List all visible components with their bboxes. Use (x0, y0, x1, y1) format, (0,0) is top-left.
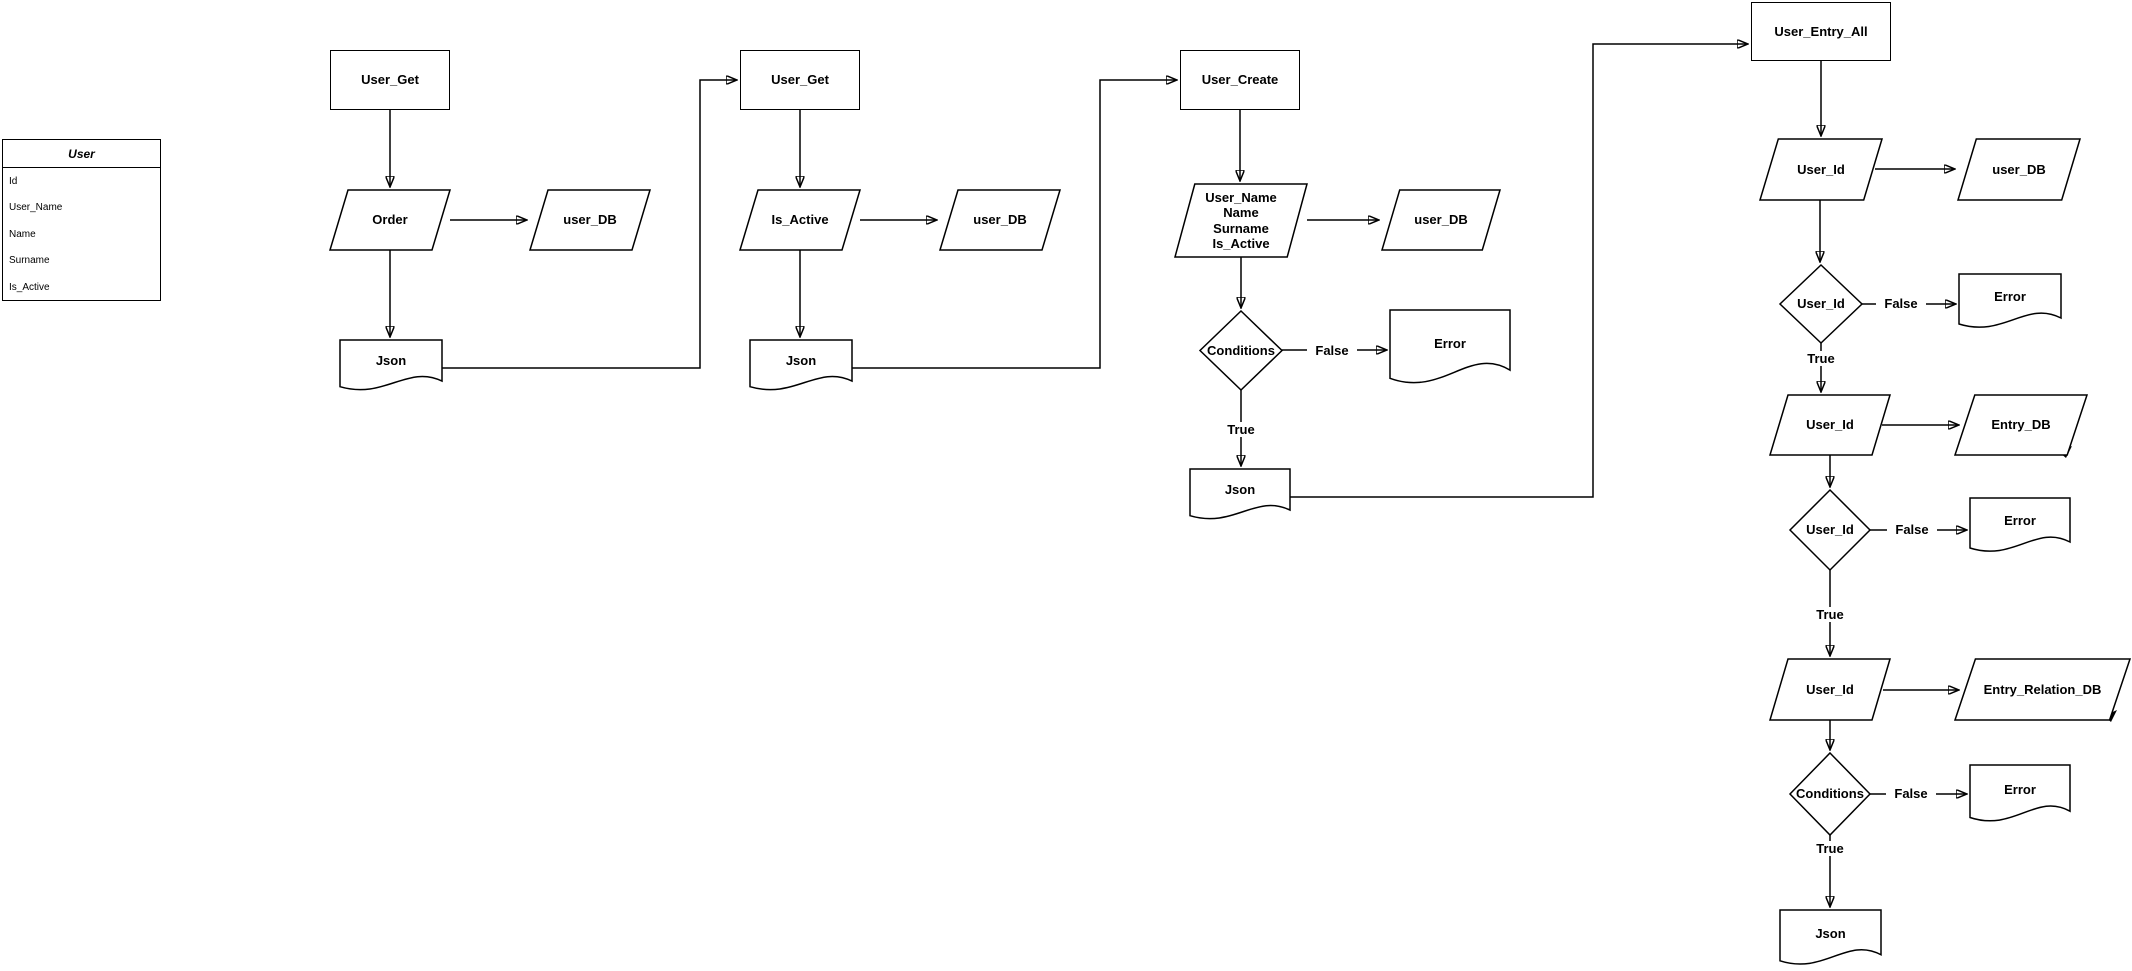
entity-field-surname: Surname (9, 255, 50, 267)
io-user-fields-line: Surname (1213, 220, 1269, 236)
io-order: Order (330, 190, 450, 250)
edge-label-true-f3: True (1216, 422, 1266, 437)
io-entry-relation-db: Entry_Relation_DB (1955, 659, 2130, 720)
io-user-db-3: user_DB (1382, 190, 1500, 250)
io-is-active: Is_Active (740, 190, 860, 250)
edge-label-true-f4-3: True (1805, 841, 1855, 856)
io-user-fields-line: Is_Active (1212, 235, 1270, 251)
process-user-entry-all: User_Entry_All (1751, 2, 1891, 61)
io-user-db-1: user_DB (530, 190, 650, 250)
io-user-id-3: User_Id (1770, 659, 1890, 720)
edge-label-false-f3: False (1307, 343, 1357, 358)
document-error-4: Error (1970, 765, 2070, 828)
process-user-get-2: User_Get (740, 50, 860, 110)
entity-table-title: User (3, 140, 160, 168)
process-user-get-1: User_Get (330, 50, 450, 110)
document-json-4: Json (1780, 910, 1881, 971)
entity-field-user-name: User_Name (9, 202, 63, 214)
entity-field-id: Id (9, 175, 18, 187)
decision-conditions-2: Conditions (1790, 753, 1870, 835)
entity-table-user: User Id User_Name Name Surname Is_Active (2, 139, 161, 301)
io-user-fields-line: User_Name (1205, 189, 1277, 205)
edge-label-false-f4-3: False (1886, 786, 1936, 801)
io-entry-db: Entry_DB (1955, 395, 2087, 455)
io-user-fields: User_Name Name Surname Is_Active (1175, 184, 1307, 257)
io-user-db-4: user_DB (1958, 139, 2080, 200)
process-user-create: User_Create (1180, 50, 1300, 110)
edge-f2-json-to-f3-start (852, 80, 1176, 369)
document-json-1: Json (340, 340, 442, 396)
edge-label-true-f4-1: True (1796, 351, 1846, 366)
io-user-id-1: User_Id (1760, 139, 1882, 200)
decision-user-id-1: User_Id (1780, 265, 1862, 343)
entity-field-is-active: Is_Active (9, 281, 50, 293)
io-user-fields-line: Name (1223, 205, 1259, 221)
edge-f1-json-to-f2-start (442, 80, 736, 369)
document-error-3: Error (1970, 498, 2070, 558)
document-json-3: Json (1190, 469, 1290, 525)
decision-user-id-2: User_Id (1790, 490, 1870, 570)
entity-field-name: Name (9, 228, 36, 240)
edge-label-false-f4-2: False (1887, 522, 1937, 537)
document-error-1: Error (1390, 310, 1510, 392)
edge-f3-json-to-f4-start (1290, 44, 1747, 498)
edge-label-true-f4-2: True (1805, 607, 1855, 622)
document-json-2: Json (750, 340, 852, 396)
io-user-id-2: User_Id (1770, 395, 1890, 455)
document-error-2: Error (1959, 274, 2061, 334)
io-user-db-2: user_DB (940, 190, 1060, 250)
decision-conditions-1: Conditions (1200, 311, 1282, 390)
edge-label-false-f4-1: False (1876, 296, 1926, 311)
